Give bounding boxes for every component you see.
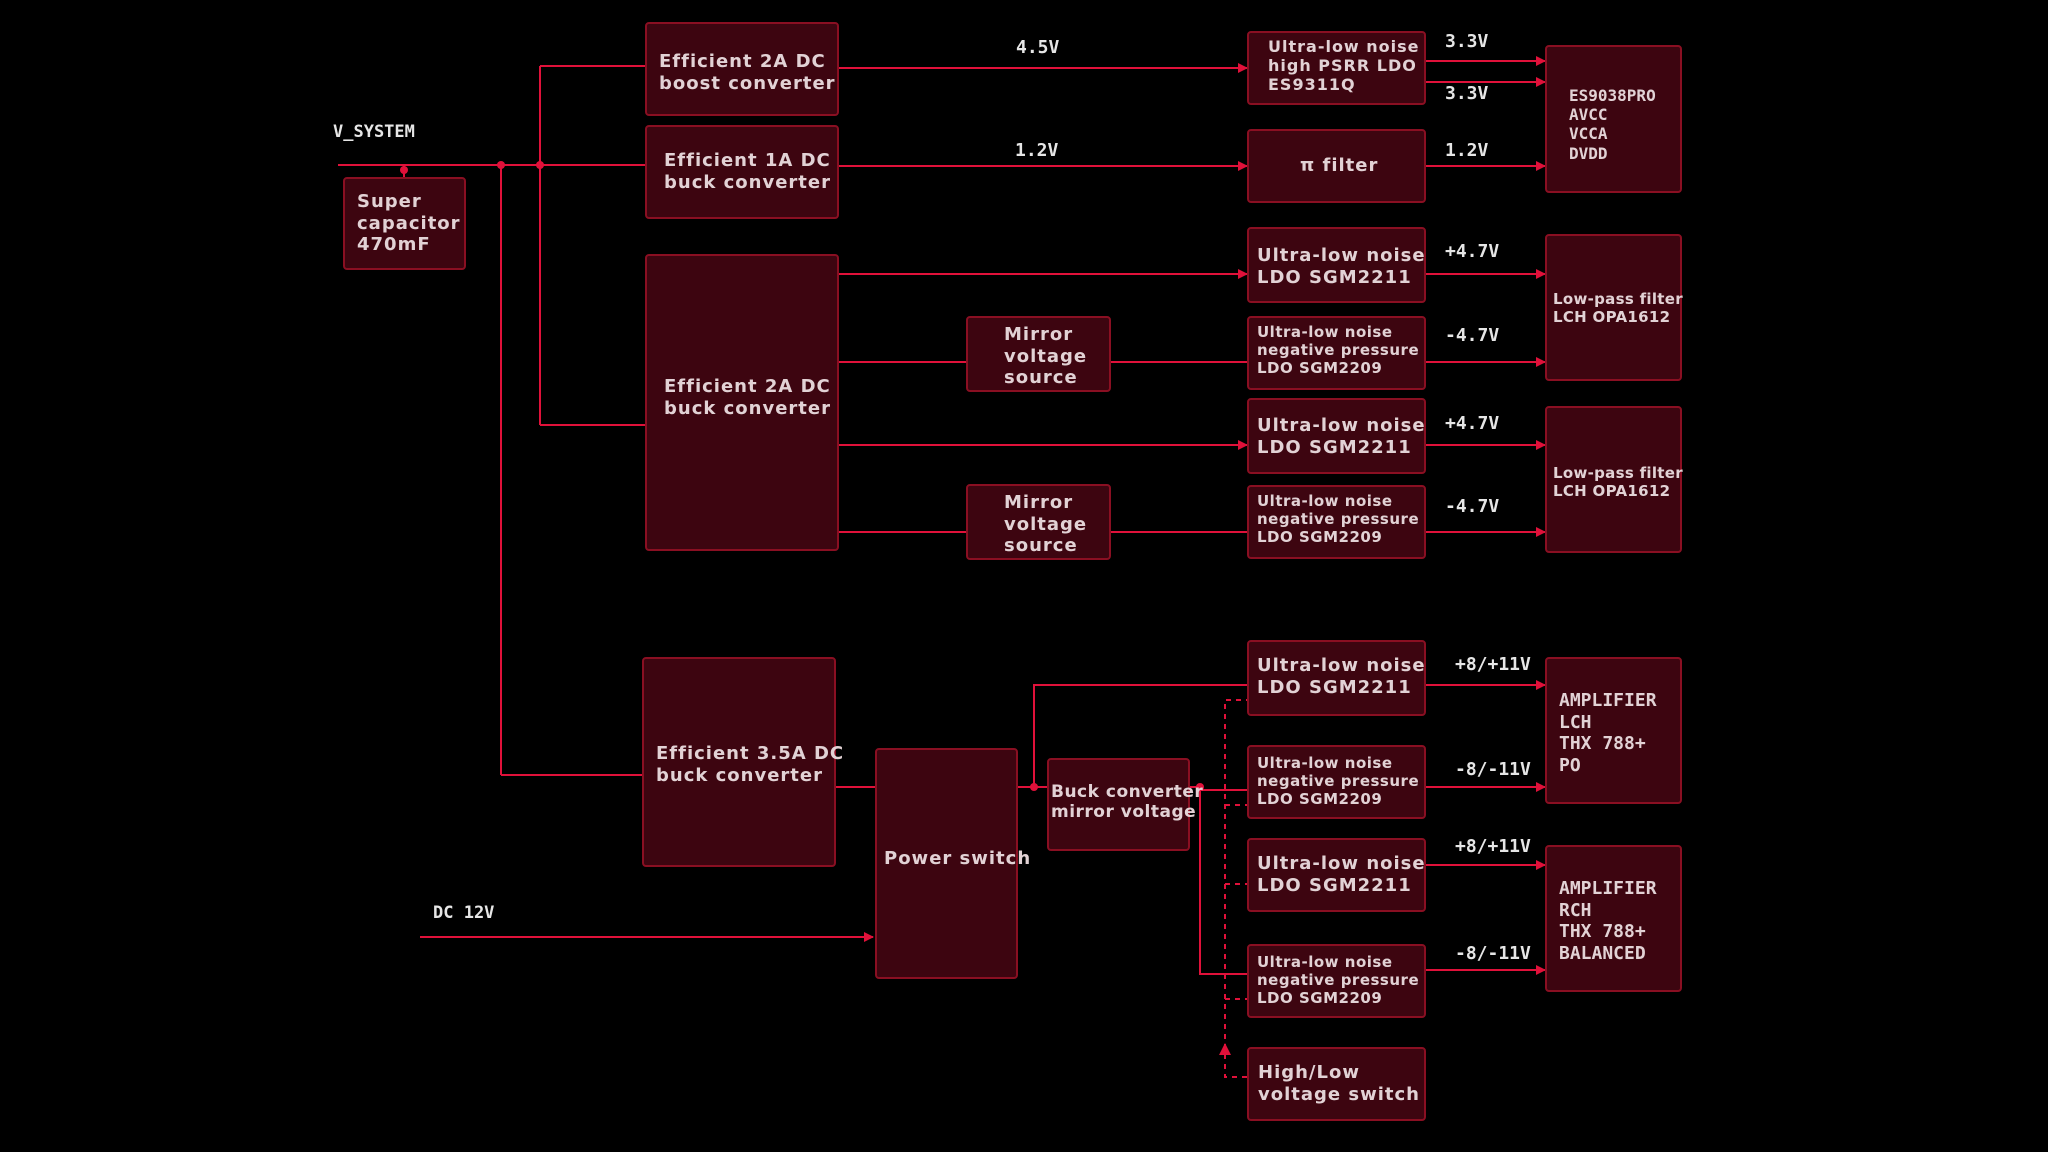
- box-label: Ultra-low noise negative pressure LDO SG…: [1257, 953, 1420, 1007]
- box-buck-2a: Efficient 2A DC buck converter: [645, 254, 839, 551]
- box-label: Ultra-low noise LDO SGM2211: [1257, 655, 1426, 698]
- label-p811-b: +8/+11V: [1455, 836, 1531, 857]
- box-label: Ultra-low noise negative pressure LDO SG…: [1257, 323, 1420, 377]
- label-dc-12v: DC 12V: [433, 903, 495, 923]
- label-n811-b: -8/-11V: [1455, 943, 1531, 964]
- label-1v2-in: 1.2V: [1015, 140, 1059, 161]
- box-label: Low-pass filter LCH OPA1612: [1553, 290, 1683, 326]
- box-buck-3-5a: Efficient 3.5A DC buck converter: [642, 657, 843, 867]
- box-ldo-sgm2209-3: Ultra-low noise negative pressure LDO SG…: [1247, 745, 1426, 819]
- label-p47-a: +4.7V: [1445, 241, 1500, 262]
- label-v-system: V_SYSTEM: [333, 122, 415, 142]
- label-n811-a: -8/-11V: [1455, 759, 1531, 780]
- box-label: π filter: [1300, 155, 1379, 176]
- label-3v3-a: 3.3V: [1445, 31, 1489, 52]
- box-label: Ultra-low noise LDO SGM2211: [1257, 245, 1426, 288]
- box-mirror-voltage-2: Mirror voltage source: [966, 484, 1111, 560]
- label-p47-b: +4.7V: [1445, 413, 1500, 434]
- box-super-capacitor: Super capacitor 470mF: [343, 177, 466, 270]
- junction-dot: [536, 161, 544, 169]
- box-ldo-sgm2209-2: Ultra-low noise negative pressure LDO SG…: [1247, 485, 1426, 559]
- box-boost-2a: Efficient 2A DC boost converter: [645, 22, 839, 116]
- label-4v5: 4.5V: [1016, 37, 1060, 58]
- label-1v2-out: 1.2V: [1445, 140, 1489, 161]
- junction-dot: [400, 166, 408, 174]
- box-label: Low-pass filter LCH OPA1612: [1553, 464, 1683, 500]
- junction-dot: [1030, 783, 1038, 791]
- wire-switch-ldo-a: [1033, 684, 1247, 787]
- box-label: Super capacitor 470mF: [357, 191, 461, 256]
- box-power-switch: Power switch: [875, 748, 1030, 979]
- box-label: Power switch: [884, 848, 1032, 869]
- box-amplifier-lch: AMPLIFIER LCH THX 788+ PO: [1545, 657, 1682, 804]
- box-label: Ultra-low noise LDO SGM2211: [1257, 853, 1426, 896]
- junction-dot: [1196, 783, 1204, 791]
- box-ldo-sgm2211-1: Ultra-low noise LDO SGM2211: [1247, 227, 1426, 303]
- label-n47-a: -4.7V: [1445, 325, 1500, 346]
- box-label: ES9038PRO AVCC VCCA DVDD: [1569, 86, 1656, 163]
- box-ldo-sgm2211-4: Ultra-low noise LDO SGM2211: [1247, 838, 1426, 912]
- box-amplifier-rch: AMPLIFIER RCH THX 788+ BALANCED: [1545, 845, 1682, 992]
- box-label: Ultra-low noise high PSRR LDO ES9311Q: [1268, 37, 1420, 95]
- label-p811-a: +8/+11V: [1455, 654, 1531, 675]
- box-buck-1a: Efficient 1A DC buck converter: [645, 125, 839, 219]
- box-label: Efficient 2A DC buck converter: [664, 376, 831, 419]
- wire-mirrorbuck-ldos: [1199, 787, 1247, 975]
- box-ldo-sgm2211-2: Ultra-low noise LDO SGM2211: [1247, 398, 1426, 474]
- box-label: Efficient 1A DC buck converter: [664, 150, 831, 193]
- box-low-pass-filter-2: Low-pass filter LCH OPA1612: [1545, 406, 1683, 553]
- box-label: Efficient 2A DC boost converter: [659, 51, 836, 94]
- box-buck-mirror: Buck converter mirror voltage: [1047, 758, 1203, 851]
- box-es9038pro: ES9038PRO AVCC VCCA DVDD: [1545, 45, 1682, 193]
- control-line-hl-switch: [1224, 699, 1247, 1078]
- box-label: Mirror voltage source: [1004, 492, 1088, 557]
- box-low-pass-filter-1: Low-pass filter LCH OPA1612: [1545, 234, 1683, 381]
- box-label: High/Low voltage switch: [1258, 1062, 1420, 1105]
- box-label: Ultra-low noise negative pressure LDO SG…: [1257, 492, 1420, 546]
- box-label: AMPLIFIER RCH THX 788+ BALANCED: [1559, 878, 1657, 964]
- box-ldo-sgm2211-3: Ultra-low noise LDO SGM2211: [1247, 640, 1426, 716]
- label-3v3-b: 3.3V: [1445, 83, 1489, 104]
- box-pi-filter: π filter: [1247, 129, 1426, 203]
- box-label: Ultra-low noise negative pressure LDO SG…: [1257, 754, 1420, 808]
- box-label: Buck converter mirror voltage: [1051, 782, 1204, 823]
- junction-dot: [497, 161, 505, 169]
- box-label: Ultra-low noise LDO SGM2211: [1257, 415, 1426, 458]
- box-high-low-switch: High/Low voltage switch: [1247, 1047, 1426, 1121]
- box-label: Efficient 3.5A DC buck converter: [656, 743, 845, 786]
- box-ldo-es9311q: Ultra-low noise high PSRR LDO ES9311Q: [1247, 31, 1426, 105]
- control-arrow: [1219, 1043, 1231, 1055]
- label-n47-b: -4.7V: [1445, 496, 1500, 517]
- box-ldo-sgm2209-4: Ultra-low noise negative pressure LDO SG…: [1247, 944, 1426, 1018]
- box-label: Mirror voltage source: [1004, 324, 1088, 389]
- box-ldo-sgm2209-1: Ultra-low noise negative pressure LDO SG…: [1247, 316, 1426, 390]
- box-label: AMPLIFIER LCH THX 788+ PO: [1559, 690, 1657, 776]
- box-mirror-voltage-1: Mirror voltage source: [966, 316, 1111, 392]
